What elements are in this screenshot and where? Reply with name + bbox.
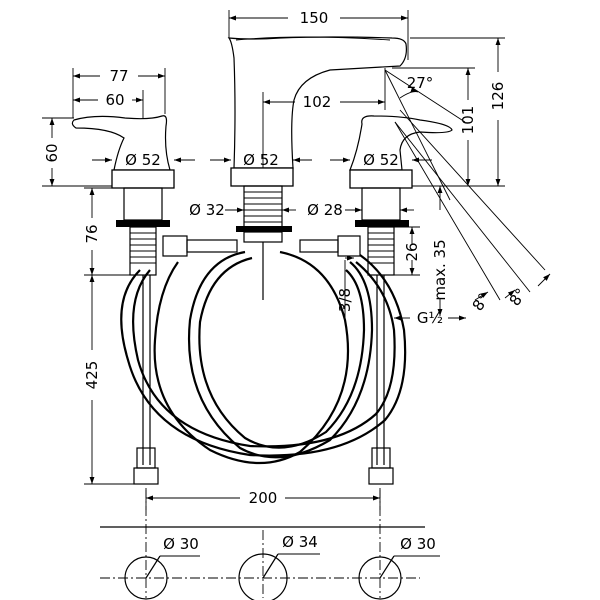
right-connector-pipe — [299, 239, 339, 253]
hoses — [120, 250, 407, 485]
dim-handle-height: 60 — [43, 143, 61, 162]
spout-thread-lines — [244, 191, 282, 223]
dim-connection-size: 3/8 — [336, 288, 354, 312]
left-handle-lever — [71, 115, 171, 171]
dimension-labels: 150 77 60 60 102 126 101 27° Ø 52 Ø 52 Ø… — [43, 9, 530, 553]
hose-right-fitting — [371, 447, 391, 469]
left-handle-base — [111, 169, 175, 189]
dim-max-thickness: max. 35 — [431, 239, 449, 300]
right-handle-body — [361, 187, 401, 221]
right-valve-thread — [368, 232, 394, 264]
dim-hole-right-diameter: Ø 30 — [400, 535, 436, 553]
dim-spout-height: 101 — [459, 106, 477, 135]
left-valve-thread — [130, 232, 156, 264]
right-tee — [337, 235, 361, 257]
dim-total-height: 126 — [489, 82, 507, 111]
dim-hose-length: 425 — [83, 361, 101, 390]
dim-spout-diameter: Ø 52 — [243, 151, 279, 169]
dim-tilt-angle-1: 8° — [469, 290, 494, 314]
hose-left-fitting — [136, 447, 156, 469]
hole-center — [238, 553, 288, 600]
dim-handle-reach: 60 — [105, 91, 124, 109]
dim-spacing: 200 — [249, 489, 278, 507]
spout-top-edge — [235, 36, 391, 41]
dim-spout-reach: 102 — [303, 93, 332, 111]
hose-right-nut — [368, 467, 394, 485]
dim-valve-diameter: Ø 28 — [307, 201, 343, 219]
hose-loop — [188, 250, 374, 459]
dim-handle-width: 77 — [109, 67, 128, 85]
left-handle-body — [123, 187, 163, 221]
right-handle-nut — [355, 220, 409, 227]
mounting-holes — [100, 526, 440, 600]
spout — [227, 36, 407, 300]
dim-tilt-angle-2: 8° — [506, 285, 531, 309]
hose-loop-inner — [198, 256, 366, 449]
dim-right-handle-diameter: Ø 52 — [363, 151, 399, 169]
dim-hole-left-diameter: Ø 30 — [163, 535, 199, 553]
right-handle-base — [349, 169, 413, 189]
hole-right — [358, 556, 402, 600]
hose-left-nut — [133, 467, 159, 485]
left-handle-nut — [116, 220, 170, 227]
spout-connector — [243, 231, 283, 243]
dim-spout-width: 150 — [300, 9, 329, 27]
dim-spout-angle: 27° — [407, 74, 434, 92]
dim-left-handle-diameter: Ø 52 — [125, 151, 161, 169]
spout-base — [230, 167, 294, 187]
hole-left — [124, 556, 168, 600]
dim-hole-center-diameter: Ø 34 — [282, 533, 318, 551]
hose-loop-2 — [153, 250, 350, 465]
dim-thread-size: G½ — [417, 309, 443, 327]
dim-shank-length: 76 — [83, 224, 101, 243]
dim-valve-length: 26 — [403, 242, 421, 261]
left-handle — [71, 115, 188, 276]
spout-nut — [236, 226, 292, 232]
dim-thread-diameter: Ø 32 — [189, 201, 225, 219]
left-connector-pipe — [186, 239, 238, 253]
hose-outer-left-inner — [132, 261, 396, 448]
left-tee — [162, 235, 188, 257]
dimension-lines — [42, 10, 551, 510]
